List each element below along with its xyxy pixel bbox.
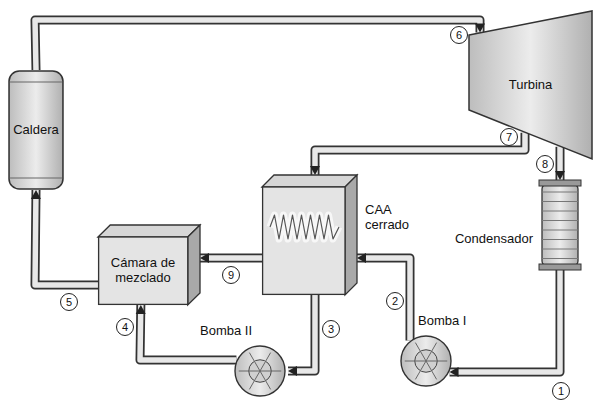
pipe	[357, 253, 410, 340]
node-label: Turbina	[505, 78, 557, 93]
callout-number: 3	[322, 320, 340, 338]
callout-number: 5	[60, 293, 78, 311]
pipe	[310, 133, 525, 175]
arrowhead	[200, 253, 209, 263]
callout-number: 6	[450, 26, 468, 44]
node-label: Bomba II	[200, 324, 252, 339]
arrowhead	[475, 24, 485, 33]
node-label: Condensador	[455, 232, 533, 247]
turbine: Turbina	[468, 10, 593, 160]
node-label: CAA cerrado	[365, 203, 421, 233]
pipe	[288, 295, 315, 376]
node-label: Caldera	[9, 123, 63, 138]
callout-number: 7	[500, 128, 518, 146]
callout-number: 8	[536, 155, 554, 173]
pipe	[555, 147, 565, 180]
node-label: Bomba I	[418, 314, 466, 329]
callout-number: 1	[552, 382, 570, 400]
pipe	[200, 253, 262, 263]
pump-outline	[232, 345, 288, 397]
closed-feedwater-heater-outline	[262, 175, 357, 295]
arrowhead	[555, 171, 565, 180]
mixing-chamber: Cámara de mezclado	[98, 225, 200, 305]
arrowhead	[450, 367, 459, 377]
arrowhead	[357, 253, 366, 263]
arrowhead	[31, 190, 41, 199]
callout-number: 9	[222, 266, 240, 284]
node-label: Cámara de mezclado	[98, 256, 188, 286]
boiler-tank: Caldera	[8, 70, 64, 190]
pump-outline	[398, 335, 454, 387]
arrowhead	[136, 305, 146, 314]
condenser-outline	[539, 180, 581, 270]
pump: Bomba I	[398, 335, 454, 387]
condenser: Condensador	[539, 180, 581, 270]
pump: Bomba II	[232, 345, 288, 397]
arrowhead	[310, 166, 320, 175]
pipe	[31, 190, 98, 285]
arrowhead	[288, 366, 297, 376]
closed-feedwater-heater: CAA cerrado	[262, 175, 357, 295]
callout-number: 4	[116, 318, 134, 336]
pipe	[35, 20, 485, 70]
callout-number: 2	[386, 292, 404, 310]
